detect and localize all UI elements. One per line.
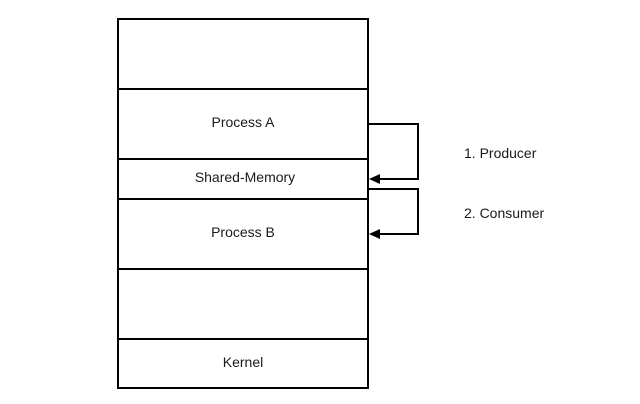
producer-arrowhead	[369, 174, 380, 184]
producer-arrow	[369, 123, 419, 184]
consumer-arrowhead	[369, 229, 380, 239]
consumer-arrow	[369, 188, 419, 239]
producer-label: 1. Producer	[464, 145, 537, 161]
segment-process-b-label: Process B	[211, 224, 275, 240]
segment-process-a-label: Process A	[211, 114, 275, 130]
segment-kernel-label: Kernel	[223, 354, 263, 370]
consumer-arrow-line	[369, 188, 419, 235]
producer-arrow-line	[369, 123, 419, 180]
segment-shared-memory-label: Shared-Memory	[195, 169, 295, 185]
memory-stack-box	[117, 18, 369, 389]
consumer-label: 2. Consumer	[464, 205, 544, 221]
